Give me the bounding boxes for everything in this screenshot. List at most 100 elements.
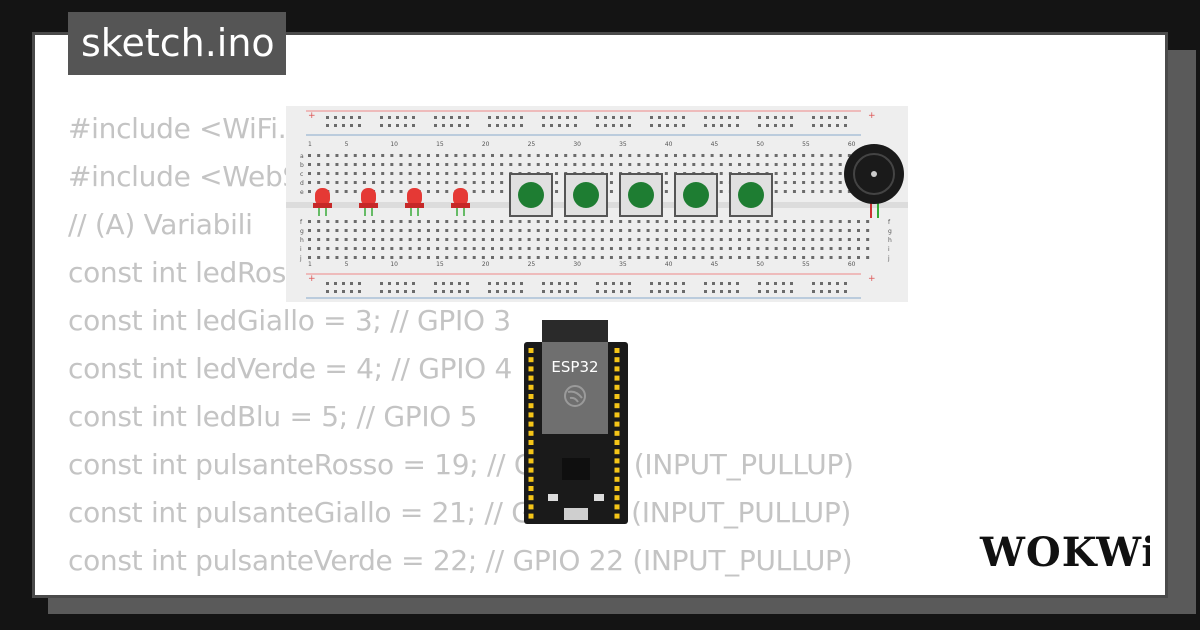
breadboard-hole: [628, 290, 631, 293]
breadboard-hole: [458, 282, 461, 285]
breadboard-hole: [790, 282, 793, 285]
breadboard-hole: [820, 124, 823, 127]
breadboard-hole: [550, 124, 553, 127]
breadboard-hole: [637, 238, 641, 241]
column-number: 55: [802, 261, 810, 268]
breadboard-hole: [399, 247, 403, 250]
breadboard-hole: [820, 290, 823, 293]
file-tab[interactable]: sketch.ino: [68, 12, 286, 75]
breadboard-hole: [866, 229, 870, 232]
breadboard-hole: [454, 181, 458, 184]
breadboard-hole: [766, 290, 769, 293]
breadboard-hole: [609, 163, 613, 166]
breadboard-hole: [564, 229, 568, 232]
breadboard-hole: [838, 238, 842, 241]
column-number: 5: [345, 141, 349, 148]
breadboard-hole: [596, 116, 599, 119]
header-pin: [528, 476, 534, 482]
breadboard-hole: [674, 116, 677, 119]
breadboard-hole: [829, 154, 833, 157]
breadboard-hole: [774, 247, 778, 250]
breadboard-hole: [500, 181, 504, 184]
breadboard-hole: [412, 124, 415, 127]
plus-sign: +: [308, 274, 316, 284]
breadboard-hole: [558, 290, 561, 293]
breadboard-hole: [802, 220, 806, 223]
breadboard-hole: [701, 247, 705, 250]
breadboard-hole: [719, 190, 723, 193]
breadboard-hole: [612, 290, 615, 293]
breadboard-hole: [609, 154, 613, 157]
breadboard-hole: [536, 229, 540, 232]
header-pin: [528, 403, 534, 409]
breadboard-hole: [342, 290, 345, 293]
breadboard-hole: [555, 229, 559, 232]
breadboard-hole: [466, 124, 469, 127]
breadboard-hole: [436, 181, 440, 184]
breadboard-hole: [756, 154, 760, 157]
breadboard-hole: [783, 256, 787, 259]
breadboard-hole: [390, 190, 394, 193]
breadboard-hole: [591, 163, 595, 166]
breadboard-hole: [317, 154, 321, 157]
breadboard-hole: [829, 172, 833, 175]
breadboard-hole: [380, 116, 383, 119]
breadboard-hole: [555, 154, 559, 157]
breadboard-hole: [747, 247, 751, 250]
breadboard-hole: [509, 238, 513, 241]
breadboard-hole: [399, 163, 403, 166]
row-letter: e: [300, 189, 304, 196]
breadboard-hole: [820, 256, 824, 259]
breadboard-hole: [701, 238, 705, 241]
breadboard-hole: [782, 116, 785, 119]
breadboard-hole: [591, 229, 595, 232]
breadboard-hole: [518, 154, 522, 157]
breadboard-hole: [774, 190, 778, 193]
breadboard-hole: [728, 154, 732, 157]
breadboard-hole: [573, 256, 577, 259]
breadboard-hole: [838, 154, 842, 157]
breadboard-hole: [828, 124, 831, 127]
breadboard-hole: [372, 172, 376, 175]
breadboard-hole: [442, 282, 445, 285]
breadboard-hole: [520, 290, 523, 293]
breadboard-hole: [442, 290, 445, 293]
column-number: 35: [619, 141, 627, 148]
row-letter: b: [300, 162, 304, 169]
breadboard-hole: [335, 163, 339, 166]
breadboard-hole: [646, 256, 650, 259]
header-pin: [528, 467, 534, 473]
breadboard-hole: [390, 154, 394, 157]
breadboard-hole: [496, 282, 499, 285]
breadboard-hole: [353, 238, 357, 241]
breadboard-hole: [582, 247, 586, 250]
breadboard-hole: [774, 154, 778, 157]
breadboard-hole: [820, 190, 824, 193]
breadboard-hole: [408, 247, 412, 250]
breadboard-hole: [609, 238, 613, 241]
breadboard-hole: [408, 163, 412, 166]
breadboard-hole: [719, 172, 723, 175]
breadboard-hole: [491, 154, 494, 157]
breadboard-hole: [545, 229, 549, 232]
breadboard-hole: [481, 220, 485, 223]
breadboard-hole: [463, 220, 467, 223]
breadboard-hole: [545, 238, 549, 241]
breadboard-hole: [692, 238, 696, 241]
breadboard-hole: [774, 220, 778, 223]
breadboard-hole: [436, 172, 440, 175]
breadboard-hole: [491, 181, 494, 184]
breadboard-hole: [326, 238, 330, 241]
breadboard-hole: [655, 163, 659, 166]
breadboard-hole: [445, 220, 449, 223]
breadboard-hole: [454, 220, 458, 223]
breadboard-hole: [811, 163, 815, 166]
column-number: 15: [436, 261, 444, 268]
breadboard-hole: [417, 238, 421, 241]
breadboard-hole: [720, 290, 723, 293]
breadboard-hole: [811, 238, 815, 241]
breadboard-hole: [829, 247, 833, 250]
breadboard-hole: [350, 116, 353, 119]
breadboard-hole: [646, 154, 650, 157]
breadboard-hole: [491, 190, 494, 193]
